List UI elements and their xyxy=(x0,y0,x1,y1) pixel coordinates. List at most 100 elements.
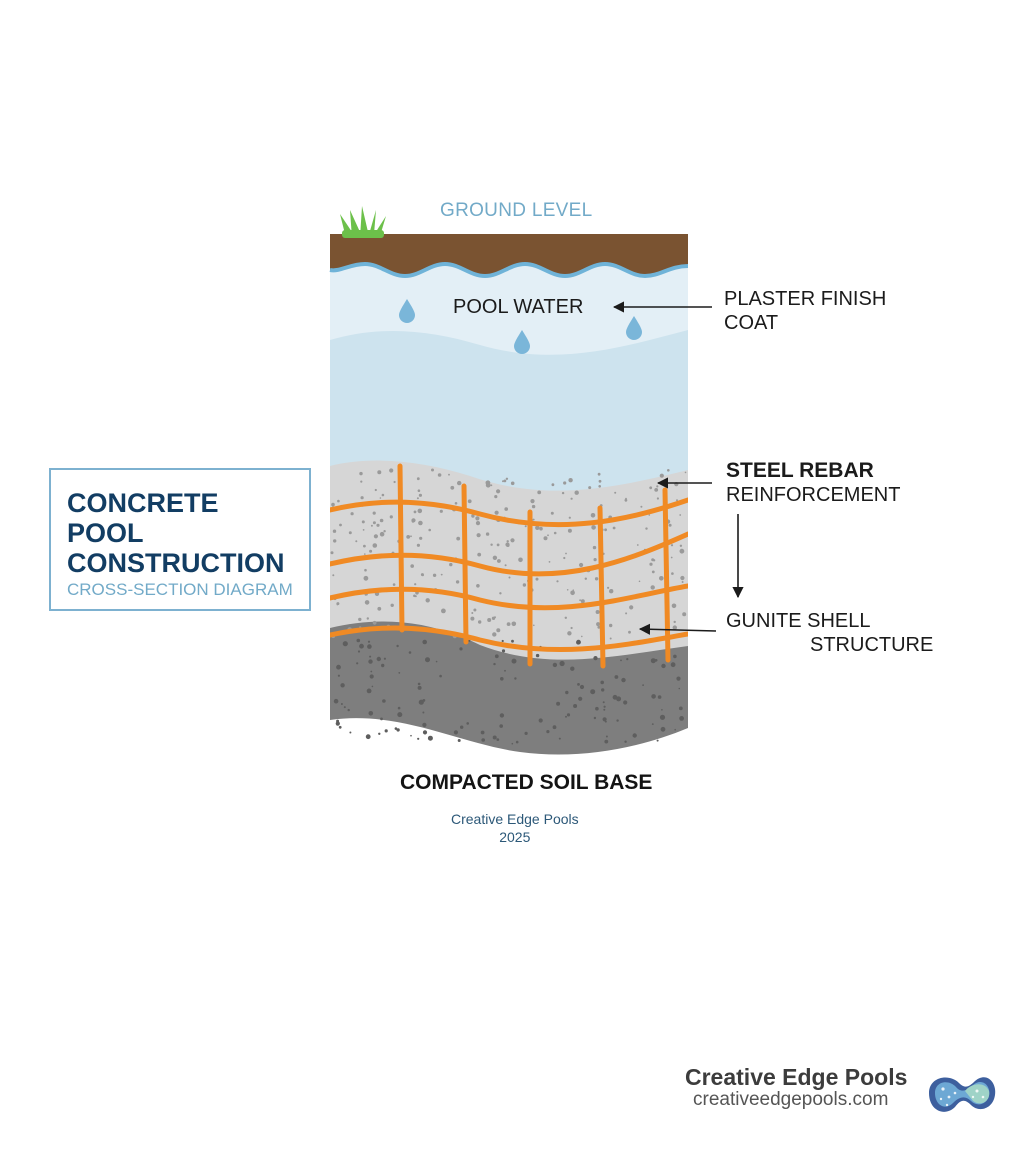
aggregate-dot xyxy=(413,510,417,514)
aggregate-dot xyxy=(596,622,601,627)
aggregate-dot xyxy=(419,536,423,540)
soil-grain-dot xyxy=(381,663,385,668)
aggregate-dot xyxy=(432,573,437,577)
aggregate-dot xyxy=(389,515,393,519)
aggregate-dot xyxy=(425,598,430,603)
aggregate-dot xyxy=(535,577,539,581)
aggregate-dot xyxy=(410,535,412,538)
aggregate-dot xyxy=(574,490,579,495)
soil-grain-dot xyxy=(515,740,519,744)
water-drop-icon xyxy=(514,330,530,354)
gunite-arrow xyxy=(638,623,717,635)
soil-grain-dot xyxy=(605,735,608,738)
aggregate-dot xyxy=(682,612,687,617)
aggregate-dot xyxy=(638,580,641,583)
aggregate-dot xyxy=(564,616,567,619)
aggregate-dot xyxy=(470,616,475,621)
aggregate-dot xyxy=(566,589,569,591)
aggregate-dot xyxy=(670,556,673,559)
aggregate-dot xyxy=(656,497,660,500)
aggregate-dot xyxy=(487,618,492,622)
aggregate-dot xyxy=(392,583,396,586)
aggregate-dot xyxy=(361,520,365,524)
soil-grain-dot xyxy=(378,732,381,735)
soil-grain-dot xyxy=(460,725,464,729)
aggregate-dot xyxy=(530,499,535,504)
aggregate-dot xyxy=(584,577,587,580)
aggregate-dot xyxy=(431,468,434,472)
aggregate-dot xyxy=(650,585,655,590)
aggregate-dot xyxy=(339,523,342,527)
soil-grain-dot xyxy=(538,718,543,723)
soil-grain-dot xyxy=(494,654,499,659)
aggregate-dot xyxy=(591,525,596,530)
aggregate-dot xyxy=(533,624,535,627)
soil-grain-dot xyxy=(457,739,461,742)
diagram-title: CONCRETE POOL CONSTRUCTION xyxy=(67,488,285,578)
soil-grain-dot xyxy=(397,706,401,710)
aggregate-dot xyxy=(439,509,443,513)
aggregate-dot xyxy=(455,580,460,584)
soil-grain-dot xyxy=(511,639,514,643)
aggregate-dot xyxy=(496,543,500,547)
aggregate-dot xyxy=(506,622,511,626)
aggregate-dot xyxy=(553,531,557,535)
aggregate-dot xyxy=(496,489,501,494)
soil-grain-dot xyxy=(593,716,597,720)
soil-grain-dot xyxy=(493,662,496,666)
soil-grain-dot xyxy=(439,674,442,678)
soil-grain-dot xyxy=(410,734,412,737)
soil-grain-dot xyxy=(369,655,372,658)
soil-grain-dot xyxy=(602,701,605,704)
soil-grain-dot xyxy=(356,638,361,643)
aggregate-dot xyxy=(377,606,382,611)
soil-grain-dot xyxy=(422,730,428,735)
soil-grain-dot xyxy=(579,684,585,690)
soil-grain-dot xyxy=(468,639,471,642)
rebar-label-line1: STEEL REBAR xyxy=(726,459,874,482)
soil-grain-dot xyxy=(336,664,341,670)
soil-grain-dot xyxy=(368,711,374,716)
aggregate-dot xyxy=(680,575,685,581)
aggregate-dot xyxy=(372,521,376,525)
aggregate-dot xyxy=(494,495,498,499)
aggregate-dot xyxy=(383,530,386,533)
soil-grain-dot xyxy=(435,660,438,663)
aggregate-dot xyxy=(604,528,607,532)
aggregate-dot xyxy=(652,559,656,562)
aggregate-dot xyxy=(476,584,480,588)
soil-grain-dot xyxy=(383,657,386,660)
soil-grain-dot xyxy=(578,696,583,701)
soil-grain-dot xyxy=(408,651,412,654)
aggregate-dot xyxy=(332,529,337,533)
soil-grain-dot xyxy=(370,670,373,673)
soil-grain-dot xyxy=(566,713,571,717)
soil-grain-dot xyxy=(546,730,550,734)
aggregate-dot xyxy=(548,561,551,563)
soil-grain-dot xyxy=(367,640,371,643)
soil-grain-dot xyxy=(614,675,619,679)
aggregate-dot xyxy=(410,564,415,568)
aggregate-dot xyxy=(350,512,354,516)
aggregate-dot xyxy=(414,583,417,586)
title-box: CONCRETE POOL CONSTRUCTION CROSS-SECTION… xyxy=(49,468,311,611)
soil-grain-dot xyxy=(427,735,433,741)
soil-grain-dot xyxy=(570,666,575,671)
aggregate-dot xyxy=(570,626,573,630)
title-line1: CONCRETE xyxy=(67,488,219,518)
soil-grain-dot xyxy=(573,704,578,708)
soil-grain-dot xyxy=(654,659,658,662)
aggregate-dot xyxy=(363,544,366,548)
aggregate-dot xyxy=(449,562,453,567)
soil-grain-dot xyxy=(511,658,517,664)
aggregate-dot xyxy=(547,534,549,537)
soil-grain-dot xyxy=(565,690,569,695)
soil-grain-dot xyxy=(481,738,486,742)
soil-grain-dot xyxy=(422,699,426,702)
aggregate-dot xyxy=(372,543,378,548)
aggregate-dot xyxy=(376,523,380,527)
soil-grain-dot xyxy=(603,708,606,711)
aggregate-dot xyxy=(494,616,496,619)
soil-grain-dot xyxy=(651,723,654,725)
soil-grain-dot xyxy=(616,719,619,722)
